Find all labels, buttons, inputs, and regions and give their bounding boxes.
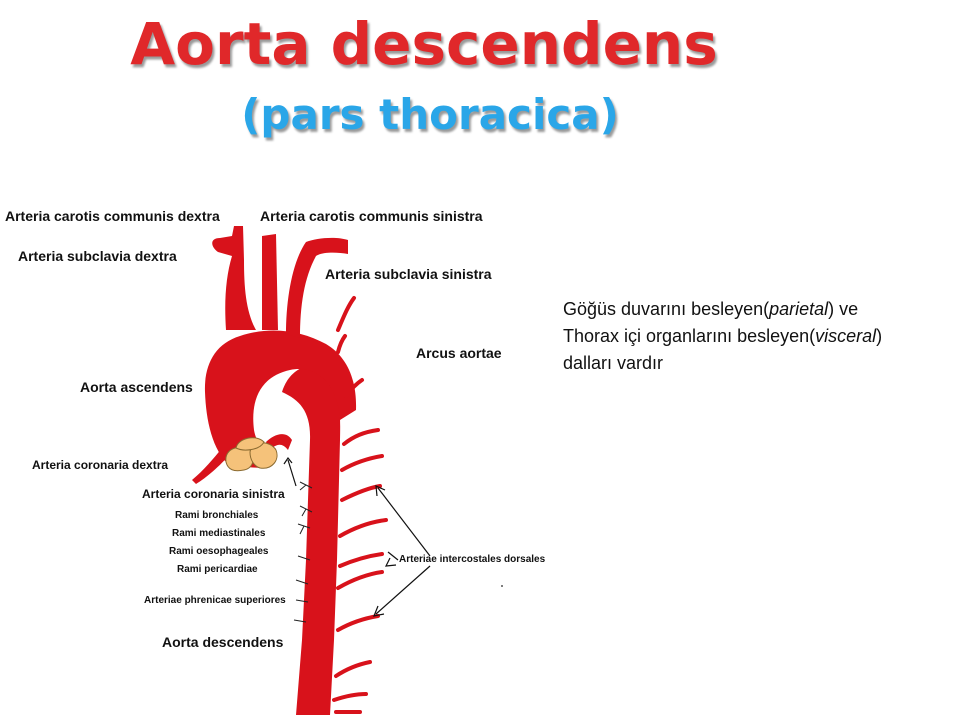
carotis-sinistra-vessel xyxy=(262,234,278,330)
label-carotis-communis-sinistra: Arteria carotis communis sinistra xyxy=(260,208,483,224)
valve-cusp-back xyxy=(235,437,265,451)
label-aorta-descendens: Aorta descendens xyxy=(162,634,284,650)
slide-subtitle: (pars thoracica) xyxy=(241,90,619,139)
label-coronaria-sinistra: Arteria coronaria sinistra xyxy=(142,487,285,501)
valve-cusp-left xyxy=(225,446,254,472)
coronaria-dextra-vessel xyxy=(192,448,230,484)
label-intercostales-dorsales: Arteriae intercostales dorsales xyxy=(399,554,546,565)
description-line-1: Göğüs duvarını besleyen(parietal) ve xyxy=(563,299,859,319)
slide-title: Aorta descendens xyxy=(130,10,718,78)
label-phrenicae-superiores: Arteriae phrenicae superiores xyxy=(144,595,286,606)
truncus-vessel xyxy=(212,226,256,330)
label-rami-oesophageales: Rami oesophageales xyxy=(169,546,269,557)
label-arcus-aortae: Arcus aortae xyxy=(416,345,502,361)
label-aorta-ascendens: Aorta ascendens xyxy=(80,379,193,395)
arcus-aortae-vessel xyxy=(204,330,357,468)
label-rami-bronchiales: Rami bronchiales xyxy=(175,510,259,521)
label-subclavia-sinistra: Arteria subclavia sinistra xyxy=(325,266,492,282)
label-rami-mediastinales: Rami mediastinales xyxy=(172,528,266,539)
subclavia-sinistra-vessel xyxy=(286,237,348,338)
description-line-3: dalları vardır xyxy=(563,353,664,373)
label-subclavia-dextra: Arteria subclavia dextra xyxy=(18,248,177,264)
description-line-2: Thorax içi organlarını besleyen(visceral… xyxy=(563,326,883,346)
aorta-descendens-vessel xyxy=(282,365,341,715)
label-coronaria-dextra: Arteria coronaria dextra xyxy=(32,458,169,472)
description-text: Göğüs duvarını besleyen(parietal) ve Tho… xyxy=(563,296,958,377)
label-carotis-communis-dextra: Arteria carotis communis dextra xyxy=(5,208,220,224)
label-rami-pericardiae: Rami pericardiae xyxy=(177,564,258,575)
